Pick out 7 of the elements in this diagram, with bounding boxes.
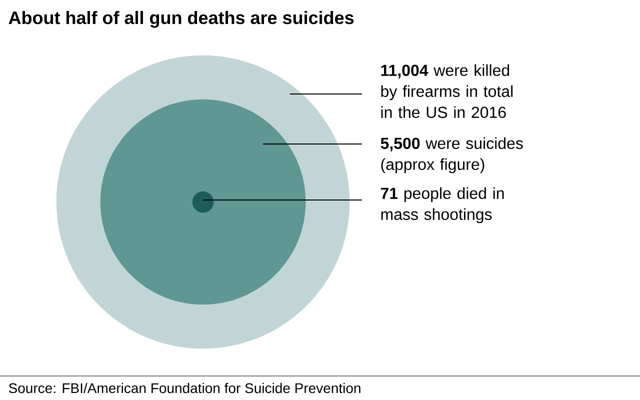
- title: About half of all gun deaths are suicides: [8, 10, 354, 28]
- middle-circle: [100, 99, 306, 305]
- annotation-text: 11,004 were killed by firearms in total in the US in 2016: [381, 64, 513, 118]
- center-dot: [192, 191, 214, 213]
- annotation-text: 5,500 were suicides (approx figure): [380, 137, 523, 174]
- source-note: Source: FBI/American Foundation for Suicide Prevention: [8, 382, 360, 394]
- annotation-text: 71 people died in mass shootings: [380, 187, 504, 224]
